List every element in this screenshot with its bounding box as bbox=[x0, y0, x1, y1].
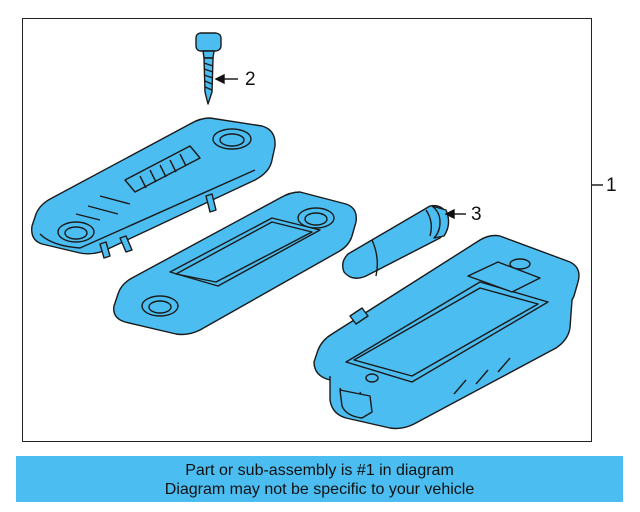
lamp-housing bbox=[313, 234, 580, 430]
bulb-part bbox=[341, 204, 450, 279]
footer-line-1: Part or sub-assembly is #1 in diagram bbox=[185, 462, 454, 479]
lamp-lens-cover bbox=[31, 117, 276, 259]
lamp-gasket bbox=[113, 191, 357, 336]
callout-2-arrow bbox=[214, 73, 225, 85]
footer-banner: Part or sub-assembly is #1 in diagram Di… bbox=[16, 456, 623, 502]
screw-part bbox=[195, 32, 222, 105]
callout-2-label: 2 bbox=[245, 69, 256, 90]
diagram-frame bbox=[22, 18, 592, 442]
callout-3-arrow bbox=[444, 208, 455, 220]
callout-1-label: 1 bbox=[606, 175, 617, 196]
callout-3-label: 3 bbox=[471, 204, 482, 225]
footer-line-2: Diagram may not be specific to your vehi… bbox=[164, 481, 475, 498]
